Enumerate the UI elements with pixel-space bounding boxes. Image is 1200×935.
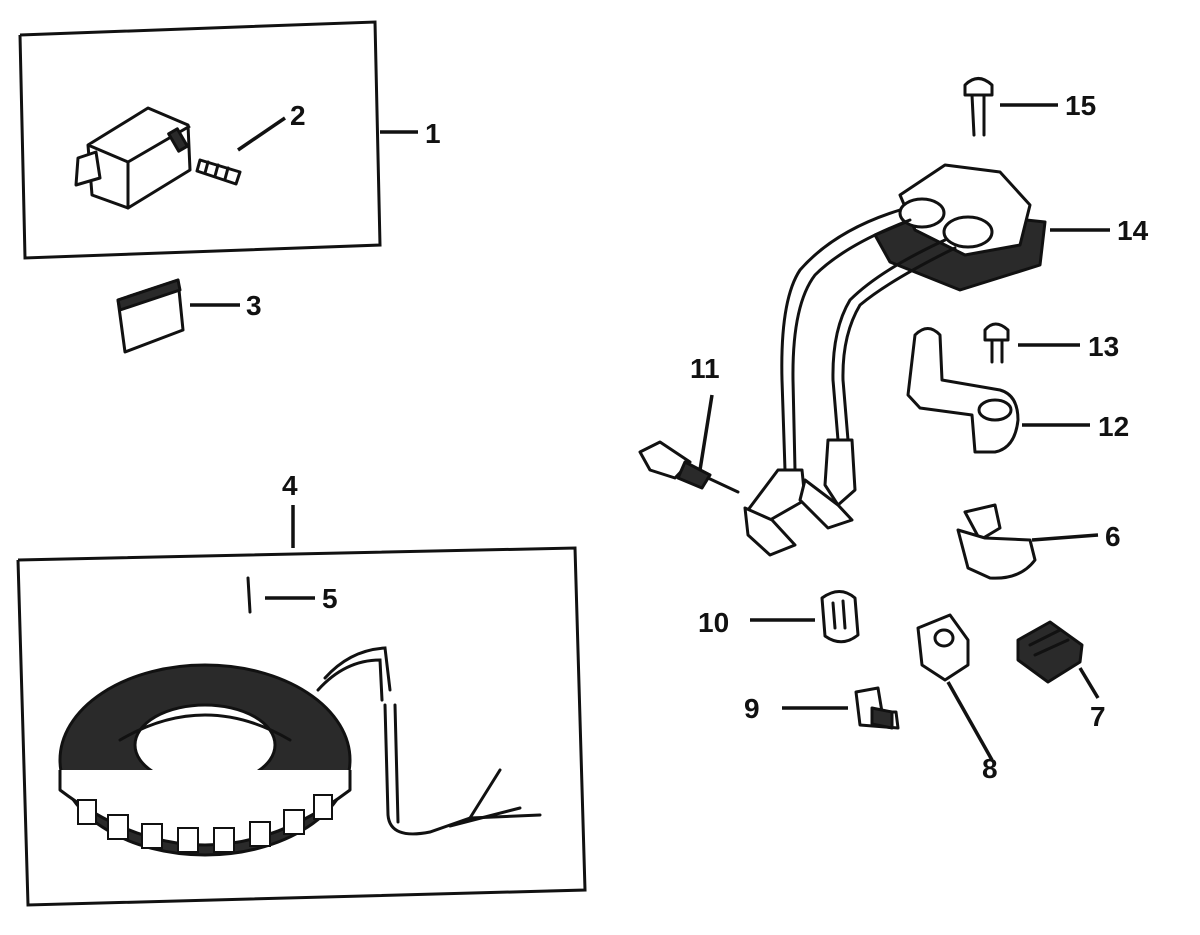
callout-4: 4 bbox=[282, 470, 298, 501]
callout-6: 6 bbox=[1105, 521, 1121, 552]
plug-cap-left bbox=[743, 468, 807, 557]
stator-coil bbox=[58, 663, 352, 857]
callout-12: 12 bbox=[1098, 411, 1129, 442]
clip-6 bbox=[956, 503, 1099, 580]
clip-9 bbox=[782, 686, 900, 730]
callout-1: 1 bbox=[425, 118, 441, 149]
plate-3 bbox=[116, 278, 240, 354]
callout-15: 15 bbox=[1065, 90, 1096, 121]
plug-cap-right bbox=[798, 438, 857, 530]
screw-2 bbox=[195, 116, 286, 186]
bracket-12 bbox=[906, 327, 1090, 454]
callout-2: 2 bbox=[290, 100, 306, 131]
pin-5 bbox=[246, 576, 315, 614]
grommet-10 bbox=[750, 590, 860, 644]
bolt-15 bbox=[963, 77, 1058, 137]
assembly-4-frame bbox=[16, 505, 587, 907]
screw-13 bbox=[983, 322, 1080, 364]
callout-7: 7 bbox=[1090, 701, 1106, 732]
terminal-8 bbox=[916, 613, 994, 761]
control-module bbox=[74, 106, 192, 210]
spark-plug-11 bbox=[638, 394, 740, 494]
stator-leads bbox=[316, 646, 542, 836]
ht-leads bbox=[780, 208, 957, 472]
callout-8: 8 bbox=[982, 753, 998, 784]
callout-9: 9 bbox=[744, 693, 760, 724]
callout-14: 14 bbox=[1117, 215, 1149, 246]
ignition-coil-14 bbox=[873, 163, 1110, 292]
callout-10: 10 bbox=[698, 607, 729, 638]
callout-11: 11 bbox=[690, 353, 720, 384]
callout-13: 13 bbox=[1088, 331, 1119, 362]
connector-7 bbox=[1016, 620, 1100, 699]
assembly-1-frame bbox=[18, 20, 418, 260]
callout-5: 5 bbox=[322, 583, 338, 614]
callout-3: 3 bbox=[246, 290, 262, 321]
